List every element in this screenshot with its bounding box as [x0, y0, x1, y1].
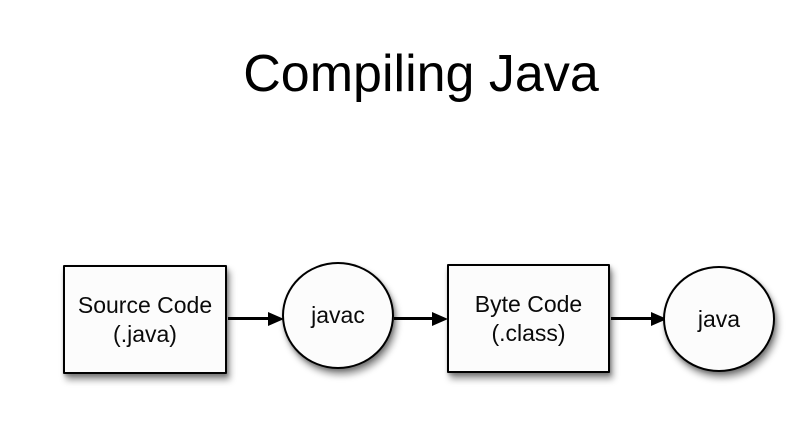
node-label-line: Source Code: [77, 291, 213, 318]
node-label-line: (.class): [491, 319, 566, 346]
arrow-line: [394, 317, 432, 320]
node-source-code-label: Source Code (.java): [78, 291, 212, 349]
node-source-code: Source Code (.java): [63, 265, 227, 374]
node-byte-code: Byte Code (.class): [447, 264, 610, 373]
arrow-head-icon: [432, 311, 448, 326]
node-javac: javac: [282, 262, 394, 369]
node-javac-label: javac: [311, 301, 365, 330]
arrow-line: [228, 317, 268, 320]
arrow-source-code-to-javac: [228, 311, 284, 326]
node-byte-code-label: Byte Code (.class): [475, 290, 582, 348]
node-label-line: java: [697, 305, 741, 332]
node-label-line: (.java): [113, 320, 177, 347]
node-label-line: Byte Code: [474, 290, 583, 317]
arrow-byte-code-to-java: [611, 311, 667, 326]
slide-title: Compiling Java: [243, 45, 599, 103]
node-java-label: java: [698, 305, 740, 334]
arrow-javac-to-byte-code: [394, 311, 448, 326]
arrow-line: [611, 317, 651, 320]
node-java: java: [663, 266, 775, 372]
arrow-head-icon: [268, 311, 284, 326]
node-label-line: javac: [311, 302, 365, 328]
